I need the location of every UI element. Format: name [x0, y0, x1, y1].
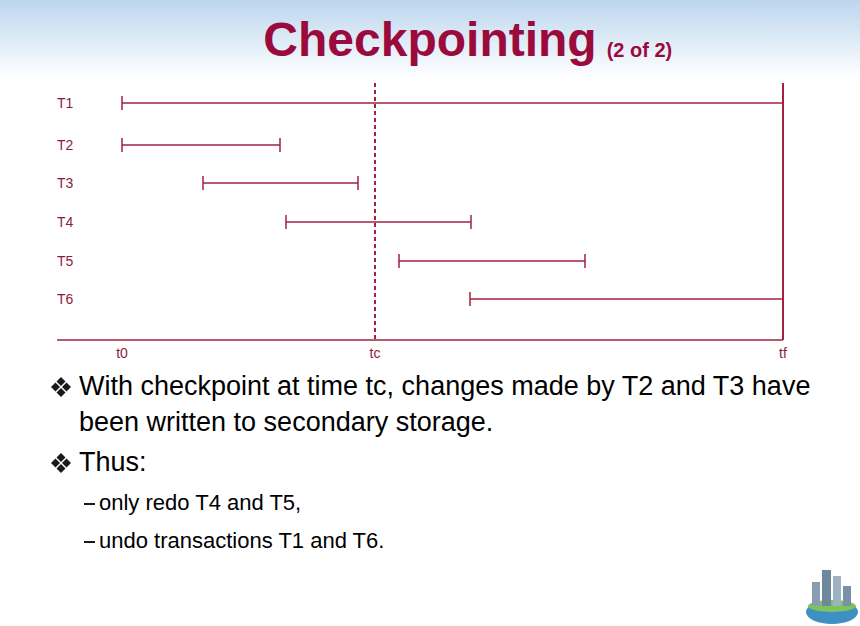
bullet-symbol: [51, 377, 71, 397]
logo-building: [812, 582, 820, 606]
transaction-bar: [122, 138, 280, 152]
bullet-diamond: [57, 464, 66, 473]
checkpoint-line: [374, 83, 376, 340]
time-label: tc: [370, 346, 381, 360]
dash-line: [84, 541, 95, 543]
bullet-text: Thus:: [79, 444, 147, 480]
sub-bullet-dash: [84, 542, 95, 543]
transaction-label: T5: [57, 254, 73, 268]
bullet-diamond: [51, 459, 60, 468]
title-part-number: (2 of 2): [607, 40, 673, 60]
transaction-bar: [470, 292, 783, 306]
transaction-label: T6: [57, 292, 73, 306]
bullet-diamond: [57, 388, 66, 397]
sub-bullet-text: only redo T4 and T5,: [99, 488, 301, 518]
bullet-diamond: [57, 377, 66, 386]
transaction-label: T4: [57, 215, 73, 229]
sub-bullet-text: undo transactions T1 and T6.: [99, 526, 384, 556]
logo-building: [822, 570, 831, 606]
slide-title: Checkpointing: [263, 16, 596, 64]
bullet-symbol: [51, 453, 71, 473]
time-axis: [57, 339, 783, 341]
dash-line: [84, 503, 95, 505]
logo-building: [843, 586, 851, 606]
transaction-label: T1: [57, 96, 73, 110]
failure-line: [782, 83, 784, 340]
bullet-text: With checkpoint at time tc, changes made…: [79, 368, 849, 440]
time-label: t0: [116, 346, 128, 360]
logo-building: [833, 576, 841, 606]
bullet-diamond: [51, 383, 60, 392]
timeline: [57, 83, 783, 340]
time-label: tf: [779, 346, 787, 360]
transaction-label: T3: [57, 176, 73, 190]
transaction-bar: [122, 96, 783, 110]
transaction-bar: [286, 215, 471, 229]
transaction-bar: [399, 254, 585, 268]
bullet-diamond: [57, 453, 66, 462]
title-band: [0, 0, 860, 78]
transaction-bar: [203, 176, 358, 190]
sub-bullet-dash: [84, 504, 95, 505]
logo-icon: [806, 570, 858, 624]
transaction-label: T2: [57, 138, 73, 152]
bullet-diamond: [62, 383, 71, 392]
bullet-diamond: [62, 459, 71, 468]
